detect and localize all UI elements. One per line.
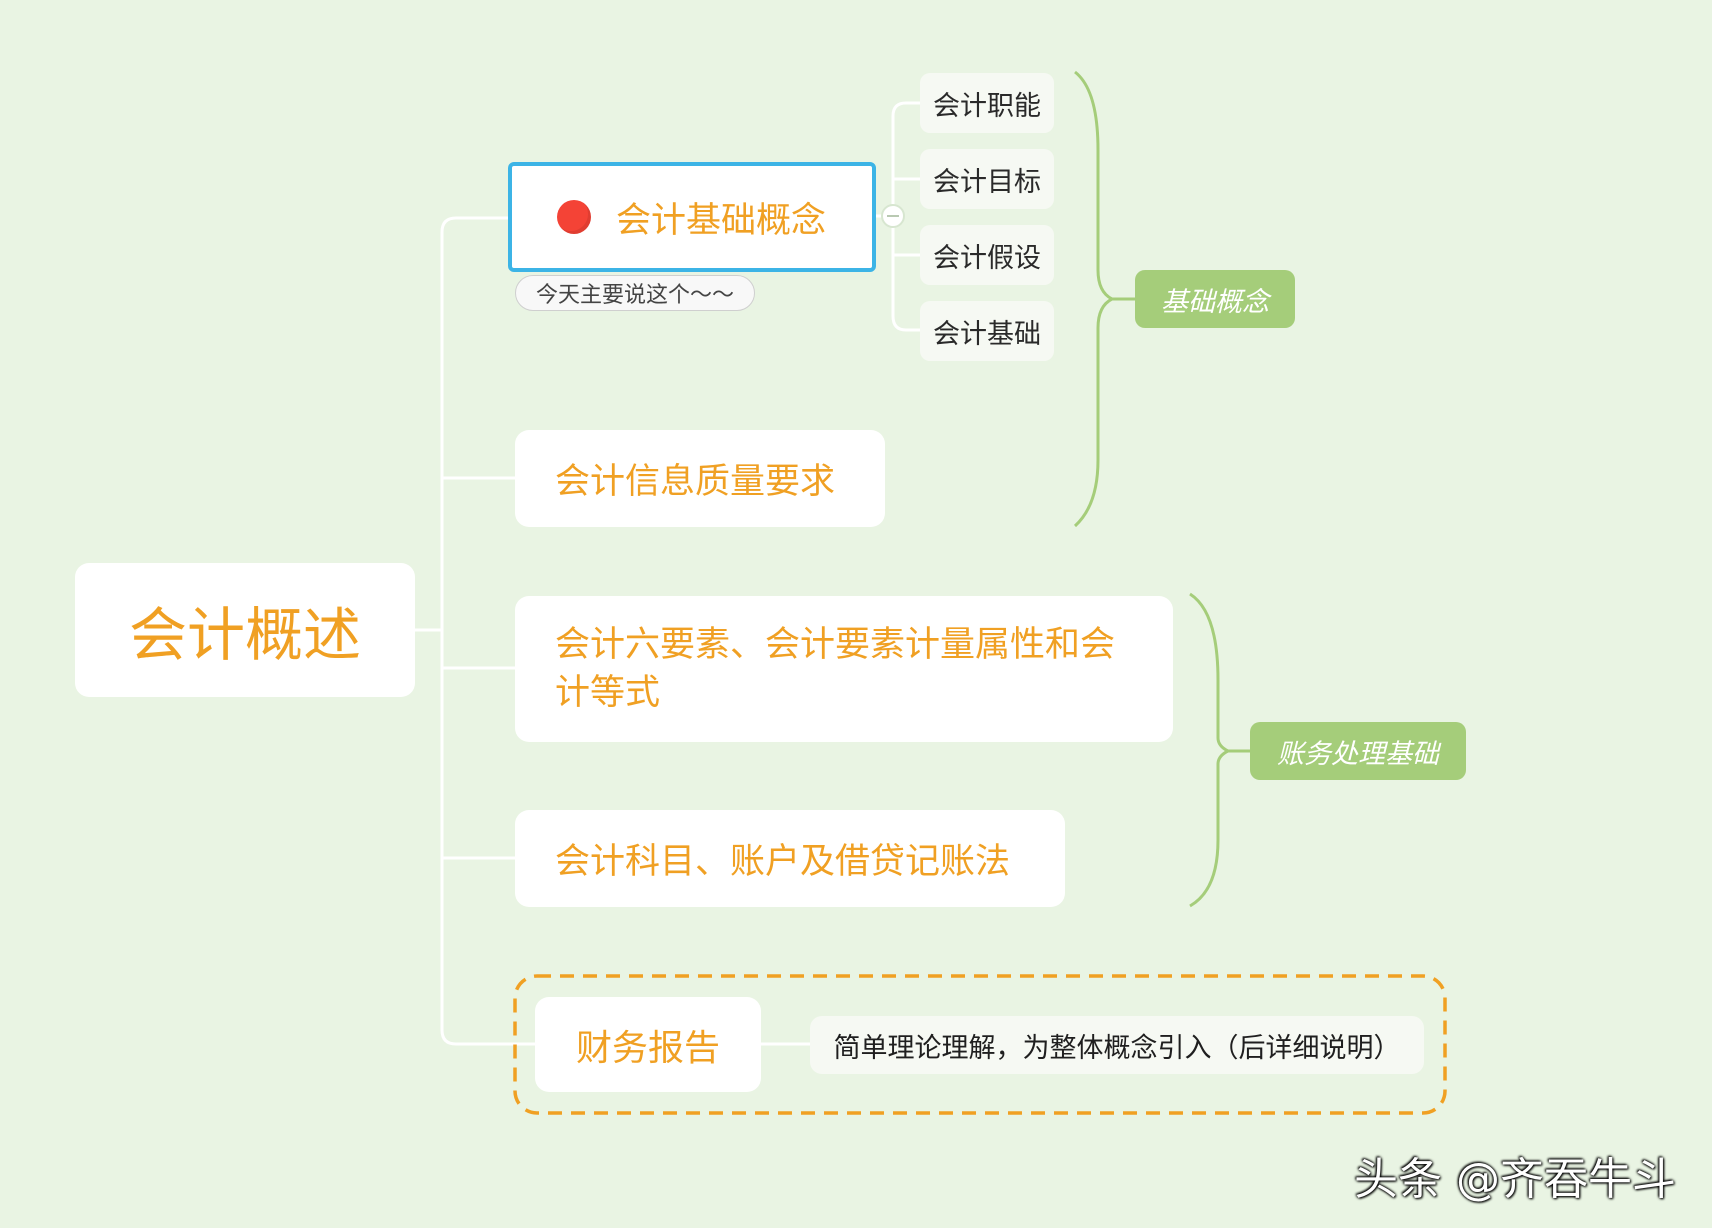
subtopic-objectives[interactable]: 会计目标	[920, 149, 1054, 209]
branch-topic-label: 财务报告	[575, 1027, 720, 1069]
subtopic-label: 会计假设	[933, 242, 1041, 274]
branch-topic-quality[interactable]: 会计信息质量要求	[515, 430, 885, 527]
summary-tag-basic-concepts[interactable]: 基础概念	[1135, 270, 1295, 328]
root-topic-label: 会计概述	[128, 601, 361, 669]
summary-tag-bookkeeping[interactable]: 账务处理基础	[1250, 722, 1466, 780]
subtopic-assumptions[interactable]: 会计假设	[920, 225, 1054, 285]
summary-tag-label: 账务处理基础	[1277, 738, 1439, 770]
description-label: 简单理论理解，为整体概念引入（后详细说明）	[833, 1032, 1401, 1064]
description-topic[interactable]: 简单理论理解，为整体概念引入（后详细说明）	[810, 1016, 1424, 1074]
boundary-frame	[513, 974, 1447, 1115]
topic-note-text: 今天主要说这个～～	[535, 283, 734, 308]
red-dot-icon	[557, 200, 591, 234]
subtopic-label: 会计目标	[933, 166, 1041, 198]
summary-bracket-1	[1073, 70, 1116, 528]
watermark: 头条 @齐吞牛斗	[1354, 1154, 1676, 1205]
branch-topic-accounts[interactable]: 会计科目、账户及借贷记账法	[515, 810, 1065, 907]
summary-tag-label: 基础概念	[1161, 286, 1269, 318]
root-connectors	[415, 216, 535, 1046]
subtopic-label: 会计职能	[933, 90, 1041, 122]
topic-note[interactable]: 今天主要说这个～～	[515, 275, 755, 311]
summary-bracket-2	[1189, 592, 1232, 908]
subtopic-basis[interactable]: 会计基础	[920, 301, 1054, 361]
branch-topic-elements[interactable]: 会计六要素、会计要素计量属性和会计等式	[515, 596, 1173, 742]
root-topic[interactable]: 会计概述	[75, 563, 415, 697]
branch-topic-label: 会计基础概念	[616, 200, 827, 241]
branch-topic-label: 会计信息质量要求	[555, 462, 836, 502]
branch-topic-label: 会计六要素、会计要素计量属性和会计等式	[555, 625, 1116, 713]
subtopic-functions[interactable]: 会计职能	[920, 73, 1054, 133]
branch-topic-basics[interactable]: 会计基础概念	[508, 162, 876, 272]
branch-topic-reports[interactable]: 财务报告	[535, 997, 761, 1092]
branch-topic-label: 会计科目、账户及借贷记账法	[555, 842, 1011, 882]
subtopic-label: 会计基础	[933, 318, 1041, 350]
